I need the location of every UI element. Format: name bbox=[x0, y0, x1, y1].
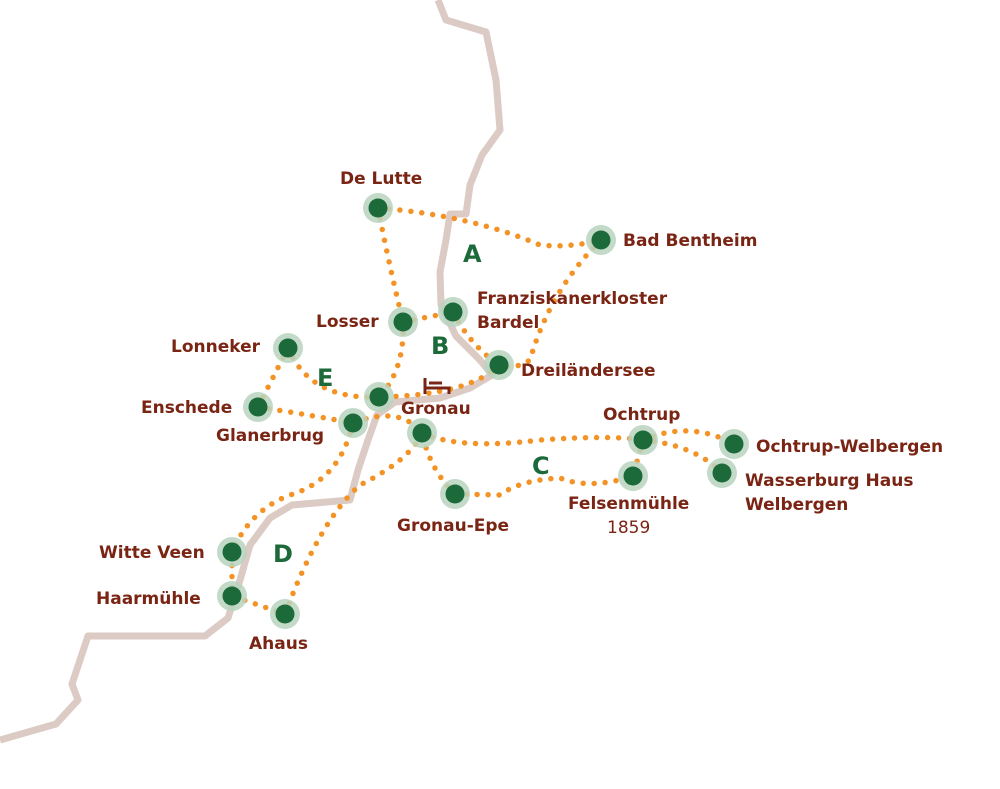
station-marker[interactable] bbox=[243, 392, 273, 422]
station-marker[interactable] bbox=[270, 599, 300, 629]
station-marker[interactable] bbox=[364, 382, 394, 412]
station-dot bbox=[489, 355, 509, 375]
station-marker[interactable] bbox=[440, 479, 470, 509]
station-dot bbox=[591, 230, 611, 250]
label-gronau-epe[interactable]: Gronau-Epe bbox=[397, 516, 510, 536]
label-bad-bentheim[interactable]: Bad Bentheim bbox=[623, 231, 758, 251]
route-d-west bbox=[229, 420, 356, 617]
label-witte-veen[interactable]: Witte Veen bbox=[99, 543, 205, 563]
station-marker[interactable] bbox=[217, 581, 247, 611]
station-marker[interactable] bbox=[586, 225, 616, 255]
station-dot bbox=[724, 434, 744, 454]
station-dot bbox=[278, 338, 298, 358]
station-marker[interactable] bbox=[338, 408, 368, 438]
route-d-east bbox=[282, 430, 425, 617]
label-glanerbrug[interactable]: Glanerbrug bbox=[216, 426, 325, 446]
station-marker[interactable] bbox=[628, 425, 658, 455]
label-line-2: Welbergen bbox=[745, 495, 849, 515]
station-marker[interactable] bbox=[707, 458, 737, 488]
station-dot bbox=[248, 397, 268, 417]
label-lonneker[interactable]: Lonneker bbox=[171, 337, 261, 357]
route-label-e: E bbox=[317, 364, 334, 392]
station-dot bbox=[222, 586, 242, 606]
station-dot bbox=[368, 198, 388, 218]
label-ochtrup[interactable]: Ochtrup bbox=[603, 405, 681, 425]
station-dot bbox=[275, 604, 295, 624]
station-marker[interactable] bbox=[484, 350, 514, 380]
label-haarmuehle[interactable]: Haarmühle bbox=[96, 589, 201, 609]
station-dot bbox=[443, 302, 463, 322]
route-a-west bbox=[375, 205, 406, 325]
label-dreilaendersee[interactable]: Dreiländersee bbox=[521, 361, 656, 381]
label-ahaus[interactable]: Ahaus bbox=[249, 634, 308, 654]
route-e-2 bbox=[285, 345, 382, 400]
station-dot bbox=[369, 387, 389, 407]
station-dot bbox=[393, 312, 413, 332]
label-felsenmuehle[interactable]: Felsenmühle 1859 bbox=[568, 492, 689, 540]
station-marker[interactable] bbox=[407, 418, 437, 448]
station-marker[interactable] bbox=[438, 297, 468, 327]
stations bbox=[217, 193, 749, 629]
label-line-2: Bardel bbox=[477, 313, 540, 333]
label-line: Franziskanerkloster bbox=[477, 289, 668, 309]
route-label-c: C bbox=[532, 452, 550, 480]
station-marker[interactable] bbox=[388, 307, 418, 337]
station-dot bbox=[412, 423, 432, 443]
label-losser[interactable]: Losser bbox=[316, 312, 379, 332]
label-year: 1859 bbox=[607, 518, 651, 538]
label-de-lutte[interactable]: De Lutte bbox=[340, 169, 423, 189]
station-marker[interactable] bbox=[363, 193, 393, 223]
station-marker[interactable] bbox=[217, 537, 247, 567]
label-enschede[interactable]: Enschede bbox=[141, 398, 233, 418]
label-line: Felsenmühle bbox=[568, 494, 690, 514]
station-dot bbox=[445, 484, 465, 504]
station-dot bbox=[623, 466, 643, 486]
station-marker[interactable] bbox=[719, 429, 749, 459]
station-marker[interactable] bbox=[273, 333, 303, 363]
station-marker[interactable] bbox=[618, 461, 648, 491]
station-dot bbox=[222, 542, 242, 562]
station-dot bbox=[712, 463, 732, 483]
route-a-east bbox=[496, 237, 604, 370]
station-dot bbox=[633, 430, 653, 450]
bed-icon bbox=[423, 378, 451, 394]
route-a-north bbox=[375, 205, 604, 249]
route-label-d: D bbox=[273, 540, 293, 568]
route-c-south bbox=[419, 430, 646, 498]
label-line: Wasserburg Haus bbox=[745, 471, 914, 491]
route-label-b: B bbox=[431, 332, 450, 360]
route-label-a: A bbox=[463, 240, 482, 268]
country-border bbox=[0, 0, 504, 744]
label-ochtrup-welbergen[interactable]: Ochtrup-Welbergen bbox=[756, 437, 944, 457]
route-c-north bbox=[419, 430, 646, 447]
station-dot bbox=[343, 413, 363, 433]
label-gronau[interactable]: Gronau bbox=[401, 399, 471, 419]
